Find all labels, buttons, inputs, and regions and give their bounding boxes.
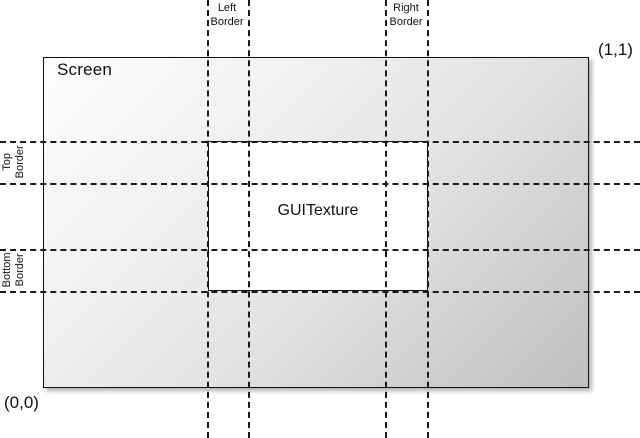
left-border-label-line2: Border	[210, 15, 244, 28]
screen-label: Screen	[57, 60, 113, 79]
bottom-border-label-line2: Border	[14, 253, 27, 287]
right-border-annotation: Right Border	[377, 2, 435, 30]
top-border-label-line1: Top	[1, 153, 14, 171]
guide-line-top-border-outer	[0, 141, 640, 143]
guitexture-label: GUITexture	[277, 202, 359, 219]
right-border-label-line2: Border	[389, 15, 423, 28]
guitexture-rectangle	[208, 141, 428, 291]
coordinate-label-max: (1,1)	[598, 40, 633, 59]
left-border-annotation: Left Border	[198, 2, 256, 30]
coordinate-label-origin: (0,0)	[4, 393, 39, 412]
bottom-border-annotation: Bottom Border	[0, 249, 29, 291]
guide-line-left-border-outer	[248, 0, 250, 438]
guide-line-top-border-inner	[0, 183, 640, 185]
guide-line-bottom-border-outer	[0, 291, 640, 293]
top-border-annotation: Top Border	[0, 141, 29, 183]
top-border-label-line2: Border	[14, 145, 27, 179]
guide-line-right-border-outer	[427, 0, 429, 438]
right-border-label-line1: Right	[393, 2, 419, 14]
bottom-border-label-line1: Bottom	[1, 252, 14, 288]
guide-line-right-border-inner	[385, 0, 387, 438]
guide-line-bottom-border-inner	[0, 249, 640, 251]
guide-line-left-border-inner	[207, 0, 209, 438]
left-border-label-line1: Left	[217, 2, 237, 14]
